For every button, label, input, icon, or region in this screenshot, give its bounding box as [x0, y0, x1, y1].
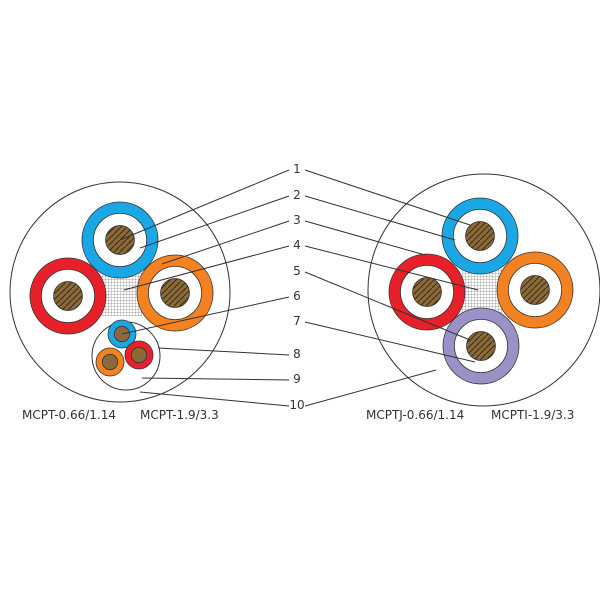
leader-line [304, 271, 471, 341]
leader-line [121, 296, 290, 335]
leader-line [139, 195, 290, 249]
leader-line [141, 377, 290, 381]
leader-line [304, 369, 437, 407]
callout-number: 1 [293, 162, 301, 176]
callout-number: 5 [293, 264, 301, 278]
callout-number: 7 [293, 314, 301, 328]
core-orange [496, 251, 574, 329]
control-core-orange [95, 347, 125, 377]
callout-number: 2 [293, 188, 301, 202]
filler-mesh [462, 268, 502, 314]
core-blue [441, 197, 519, 275]
leader-line [304, 220, 426, 256]
core-red [29, 257, 107, 335]
model-label: MCPT-1.9/3.3 [140, 408, 219, 422]
model-label: MCPTI-1.9/3.3 [491, 408, 575, 422]
leader-line [161, 220, 290, 265]
leader-line [304, 169, 471, 226]
model-label: MCPT-0.66/1.14 [22, 408, 117, 422]
control-core-red [124, 340, 154, 370]
leader-line [139, 391, 290, 407]
callout-number: 9 [293, 372, 301, 386]
callout-number: 10 [289, 398, 305, 412]
core-purple [442, 307, 520, 385]
leader-line [119, 169, 290, 241]
leader-line [304, 195, 456, 241]
core-red [388, 253, 466, 331]
core-orange [136, 254, 214, 332]
callout-number: 3 [293, 213, 301, 227]
leader-line [123, 245, 290, 291]
callout-number: 4 [293, 238, 301, 252]
leader-line [304, 245, 479, 291]
leader-line [304, 321, 476, 363]
model-label: MCPTJ-0.66/1.14 [366, 408, 465, 422]
leader-line [157, 347, 290, 356]
callout-number: 6 [293, 289, 301, 303]
callout-number: 8 [293, 347, 301, 361]
